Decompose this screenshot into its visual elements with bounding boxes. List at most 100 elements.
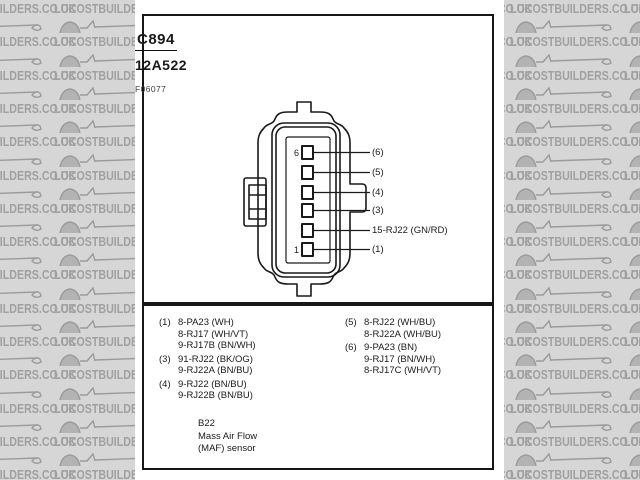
page-border-frame [142, 14, 494, 470]
callout-4: (4) [372, 187, 384, 198]
locost-car-logo [515, 186, 612, 200]
locost-car-logo [629, 54, 640, 67]
pin-group-3: (3) 91-RJ22 (BK/OG) 9-RJ22A (BN/BU) [159, 354, 256, 377]
watermark-text: LOCOSTBUILDERS.CO.UK [0, 100, 77, 116]
circuit: 8-PA23 (WH) [178, 317, 234, 328]
circuit: 8-RJ17C (WH/VT) [364, 365, 442, 376]
callout-5: (5) [372, 167, 384, 178]
component-code: B22 [198, 418, 215, 429]
locost-car-logo [629, 454, 640, 467]
circuit: 8-RJ17 (WH/VT) [178, 328, 249, 340]
watermark-tile: LOCOSTBUILDERS.CO.UK [624, 84, 640, 117]
watermark-tile: LOCOSTBUILDERS.CO.UK [0, 250, 76, 283]
watermark-text: LOCOSTBUILDERS.CO.UK [54, 134, 191, 150]
locost-car-logo [0, 257, 42, 265]
watermark-text: LOCOSTBUILDERS.CO.UK [510, 34, 640, 50]
watermark-text: LOCOSTBUILDERS.CO.UK [0, 234, 77, 250]
watermark-text: LOCOSTBUILDERS.CO.UK [510, 1, 640, 16]
watermark-tile: LOCOSTBUILDERS.CO.UK [624, 51, 640, 84]
locost-car-logo [0, 190, 42, 198]
pin-group-4: (4) 9-RJ22 (BN/BU) 9-RJ22B (BN/BU) [159, 379, 256, 402]
watermark-text: LOCOSTBUILDERS.CO.UK [54, 334, 191, 349]
pin-cavity-1 [301, 242, 314, 257]
watermark-text: LOCOSTBUILDERS.CO.UK [510, 300, 640, 316]
callout-circuit-2: 15-RJ22 (GN/RD) [372, 225, 448, 236]
watermark-text: LOCOSTBUILDERS.CO.UK [510, 200, 640, 216]
watermark-text: LOCOSTBUILDERS.CO.UK [0, 400, 77, 416]
watermark-text: LOCOSTBUILDERS.CO.UK [54, 167, 191, 183]
watermark-tile: LOCOSTBUILDERS.CO.UK [510, 84, 640, 117]
watermark-text: LOCOSTBUILDERS.CO.UK [0, 300, 77, 316]
locost-car-logo [0, 91, 42, 98]
watermark-text: LOCOSTBUILDERS.CO.UK [624, 467, 640, 480]
locost-car-logo [515, 352, 612, 367]
watermark-text: LOCOSTBUILDERS.CO.UK [510, 400, 640, 416]
watermark-text: LOCOSTBUILDERS.CO.UK [0, 67, 77, 83]
watermark-text: LOCOSTBUILDERS.CO.UK [0, 367, 77, 383]
pin-cavity-3 [301, 203, 314, 218]
watermark-tile: LOCOSTBUILDERS.CO.UK [624, 317, 640, 350]
watermark-text: LOCOSTBUILDERS.CO.UK [510, 167, 640, 183]
connector-diagram: 6 1 [243, 101, 370, 297]
watermark-text: LOCOSTBUILDERS.CO.UK [624, 134, 640, 150]
connector-outer-body [257, 101, 367, 297]
watermark-tile: LOCOSTBUILDERS.CO.UK [624, 450, 640, 480]
watermark-tile: LOCOSTBUILDERS.CO.UK [624, 250, 640, 283]
watermark-text: LOCOSTBUILDERS.CO.UK [624, 267, 640, 283]
watermark-tile: LOCOSTBUILDERS.CO.UK [510, 417, 640, 450]
watermark-text: LOCOSTBUILDERS.CO.UK [54, 67, 191, 83]
watermark-tile: LOCOSTBUILDERS.CO.UK [0, 117, 76, 150]
watermark-text: LOCOSTBUILDERS.CO.UK [510, 367, 640, 383]
watermark-text: LOCOSTBUILDERS.CO.UK [54, 433, 191, 449]
locost-car-logo [629, 387, 640, 400]
watermark-tile: LOCOSTBUILDERS.CO.UK [624, 117, 640, 150]
locost-car-logo [516, 0, 536, 1]
locost-car-logo [629, 154, 640, 167]
watermark-tile: LOCOSTBUILDERS.CO.UK [510, 317, 640, 350]
watermark-tile: LOCOSTBUILDERS.CO.UK [624, 384, 640, 417]
connector-latch-inner [248, 184, 267, 220]
section-divider-rule [143, 302, 493, 306]
watermark-tile: LOCOSTBUILDERS.CO.UK [624, 0, 640, 17]
watermark-text: LOCOSTBUILDERS.CO.UK [624, 334, 640, 349]
watermark-text: LOCOSTBUILDERS.CO.UK [0, 1, 77, 16]
locost-car-logo [0, 324, 42, 331]
locost-car-logo [0, 357, 42, 365]
locost-car-logo [629, 254, 640, 267]
locost-car-logo [629, 321, 640, 334]
watermark-text: LOCOSTBUILDERS.CO.UK [624, 67, 640, 83]
pin-list-right: (5) 8-RJ22 (WH/BU) 8-RJ22A (WH/BU) (6) 9… [345, 317, 441, 379]
watermark-text: LOCOSTBUILDERS.CO.UK [510, 234, 640, 250]
locost-car-logo [0, 457, 42, 465]
pin-group-5: (5) 8-RJ22 (WH/BU) 8-RJ22A (WH/BU) [345, 317, 441, 340]
pin-list-left: (1) 8-PA23 (WH) 8-RJ17 (WH/VT) 9-RJ17B (… [159, 317, 256, 404]
callout-1: (1) [372, 244, 384, 255]
watermark-tile: LOCOSTBUILDERS.CO.UK [510, 184, 640, 217]
figure-reference: F06077 [135, 84, 167, 94]
watermark-tile: LOCOSTBUILDERS.CO.UK [510, 284, 640, 317]
callout-3: (3) [372, 205, 384, 216]
pin-cavity-2 [301, 223, 314, 238]
watermark-text: LOCOSTBUILDERS.CO.UK [54, 34, 191, 50]
watermark-tile: LOCOSTBUILDERS.CO.UK [0, 217, 77, 250]
watermark-tile: LOCOSTBUILDERS.CO.UK [624, 417, 640, 450]
locost-car-logo [515, 319, 612, 334]
watermark-text: LOCOSTBUILDERS.CO.UK [624, 100, 640, 116]
locost-car-logo [515, 119, 612, 134]
watermark-text: LOCOSTBUILDERS.CO.UK [54, 234, 191, 250]
watermark-text: LOCOSTBUILDERS.CO.UK [624, 433, 640, 449]
locost-car-logo [515, 452, 612, 467]
part-number: 12A522 [135, 57, 188, 73]
watermark-tile: LOCOSTBUILDERS.CO.UK [510, 250, 640, 283]
watermark-text: LOCOSTBUILDERS.CO.UK [54, 200, 191, 216]
watermark-text: LOCOSTBUILDERS.CO.UK [510, 67, 640, 83]
component-name1: Mass Air Flow [198, 430, 258, 442]
pin-group-6: (6) 9-PA23 (BN) 9-RJ17 (BN/WH) 8-RJ17C (… [345, 342, 441, 377]
locost-car-logo [515, 386, 612, 400]
pin-group-1: (1) 8-PA23 (WH) 8-RJ17 (WH/VT) 9-RJ17B (… [159, 317, 256, 352]
watermark-text: LOCOSTBUILDERS.CO.UK [624, 167, 640, 183]
circuit: 9-RJ22A (BN/BU) [178, 365, 253, 376]
locost-car-logo [630, 0, 631, 1]
watermark-tile: LOCOSTBUILDERS.CO.UK [624, 184, 640, 217]
watermark-text: LOCOSTBUILDERS.CO.UK [510, 433, 640, 449]
